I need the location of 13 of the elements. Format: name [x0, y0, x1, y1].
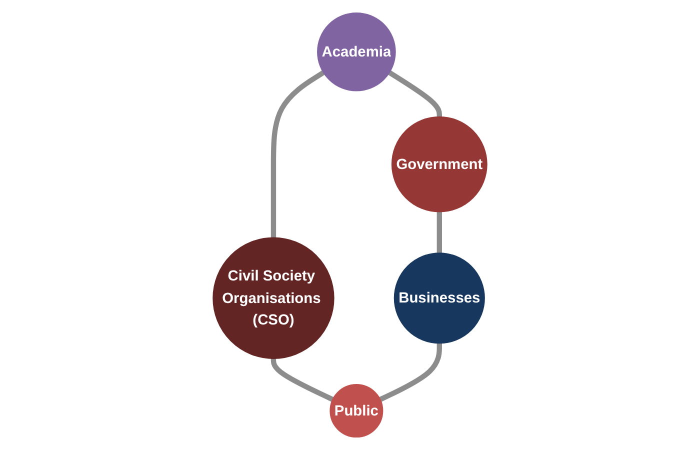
node-label: Businesses — [398, 288, 480, 308]
node-label: Academia — [322, 42, 392, 62]
connector-line — [379, 343, 442, 402]
circle-node — [317, 12, 396, 92]
connector-line — [436, 211, 442, 254]
connector-line — [270, 70, 325, 238]
circle-node — [394, 252, 485, 344]
circle-node — [391, 116, 488, 212]
node-label: Government — [396, 154, 483, 174]
circle-node — [212, 237, 334, 359]
node-label: Public — [334, 401, 378, 421]
node-label: Civil Society Organisations (CSO) — [221, 266, 322, 330]
circle-node — [330, 384, 384, 438]
